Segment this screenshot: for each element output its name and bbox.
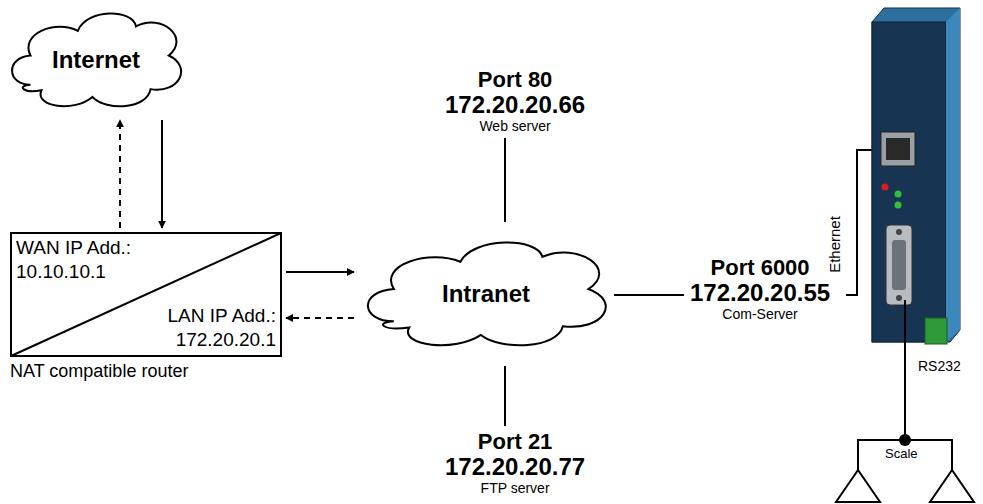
node-text: Intranet (442, 281, 530, 307)
node-text: Port 80 (445, 68, 585, 92)
cloud-shape (368, 242, 606, 345)
scale-beam (858, 440, 952, 470)
internet-cloud: Internet (5, 4, 187, 116)
router-box: WAN IP Add.: 10.10.10.1LAN IP Add.: 172.… (10, 232, 282, 392)
node-text: Web server (445, 119, 585, 134)
node-text: 172.20.20.55 (690, 280, 830, 306)
ethernet-port (881, 132, 915, 166)
power-terminal (925, 318, 947, 344)
serial-socket (892, 240, 906, 290)
intranet-cloud: Intranet (358, 232, 614, 356)
led (882, 184, 889, 191)
node-text: Port 21 (445, 430, 585, 454)
led (895, 202, 902, 209)
screw (896, 229, 902, 235)
node-text: 172.20.20.66 (445, 92, 585, 118)
cable-label: RS232 (918, 358, 961, 374)
connector (286, 317, 354, 319)
scale-pan (930, 470, 974, 502)
connector (161, 120, 163, 228)
connector (119, 120, 121, 228)
node-text: NAT compatible router (10, 362, 188, 382)
device-label: Scale (885, 446, 918, 461)
device-edge (946, 8, 960, 342)
device-front (872, 22, 946, 342)
server-label: Port 21172.20.20.77FTP server (445, 430, 585, 496)
connector (286, 271, 354, 273)
node-text: WAN IP Add.: 10.10.10.1 (16, 236, 156, 284)
serial-port (886, 225, 912, 305)
router-diagonal (11, 233, 281, 356)
screw (896, 295, 902, 301)
cable-label: Ethernet (826, 217, 843, 274)
router-border (11, 233, 281, 356)
server-label: Port 80172.20.20.66Web server (445, 68, 585, 134)
connector (614, 294, 684, 296)
led (895, 191, 902, 198)
connector (504, 366, 506, 426)
device-side (872, 8, 960, 342)
server-label: Port 6000172.20.20.55Com-Server (690, 256, 830, 322)
node-text: 172.20.20.77 (445, 454, 585, 480)
node-text: LAN IP Add.: 172.20.20.1 (136, 304, 276, 352)
cloud-shape (12, 13, 181, 106)
scale-pan (836, 470, 880, 502)
node-text: FTP server (445, 481, 585, 496)
rs232-cable (904, 300, 906, 437)
node-text: Com-Server (690, 307, 830, 322)
port-socket (886, 138, 910, 160)
node-text: Internet (52, 47, 140, 73)
connector (504, 138, 506, 222)
node-text: Port 6000 (690, 256, 830, 280)
